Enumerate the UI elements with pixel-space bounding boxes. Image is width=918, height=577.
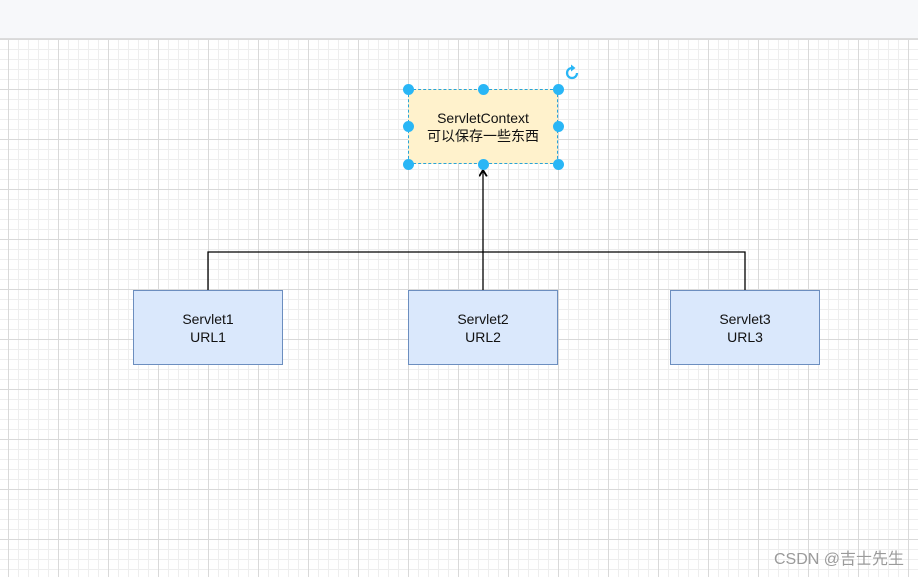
resize-handle-top[interactable] [477,83,489,95]
servlet1-name: Servlet1 [182,310,234,327]
edge-servlet3-to-context [483,251,746,290]
servlet2-url: URL2 [465,328,501,345]
resize-handle-bottom-right[interactable] [552,158,564,170]
servlet-context-subtitle: 可以保存一些东西 [427,127,539,144]
resize-handle-top-left[interactable] [402,83,414,95]
servlet2-node[interactable]: Servlet2 URL2 [408,290,558,365]
servlet2-name: Servlet2 [457,310,509,327]
resize-handle-bottom[interactable] [477,158,489,170]
rotate-icon[interactable] [563,64,581,82]
servlet-context-title: ServletContext [437,109,529,126]
edge-servlet1-to-context [207,251,483,290]
servlet1-node[interactable]: Servlet1 URL1 [133,290,283,365]
resize-handle-right[interactable] [552,120,564,132]
resize-handle-bottom-left[interactable] [402,158,414,170]
resize-handle-top-right[interactable] [552,83,564,95]
servlet3-node[interactable]: Servlet3 URL3 [670,290,820,365]
watermark: CSDN @吉士先生 [773,551,904,568]
toolbar-area [0,0,918,39]
servlet3-name: Servlet3 [719,310,771,327]
servlet1-url: URL1 [190,328,226,345]
resize-handle-left[interactable] [402,120,414,132]
servlet3-url: URL3 [727,328,763,345]
servlet-context-node[interactable]: ServletContext 可以保存一些东西 [408,89,558,164]
